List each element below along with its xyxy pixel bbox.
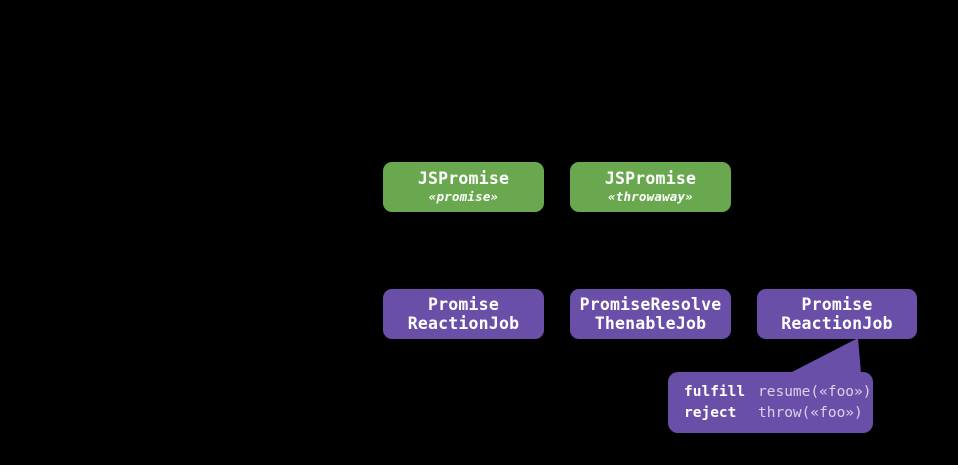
callout-value-fulfill: resume(«foo») xyxy=(758,383,872,400)
reaction-job-callout: fulfill resume(«foo») reject throw(«foo»… xyxy=(668,372,873,433)
callout-value-reject: throw(«foo») xyxy=(758,404,863,421)
node-promise-reaction-job-2[interactable]: Promise ReactionJob xyxy=(757,289,917,339)
node-title: JSPromise xyxy=(604,169,697,189)
node-jspromise-throwaway[interactable]: JSPromise «throwaway» xyxy=(570,162,731,212)
node-jspromise-promise[interactable]: JSPromise «promise» xyxy=(383,162,544,212)
callout-row: reject throw(«foo») xyxy=(684,403,863,424)
node-promise-resolve-thenable-job[interactable]: PromiseResolve ThenableJob xyxy=(570,289,731,339)
node-subtitle: «throwaway» xyxy=(608,188,693,204)
node-subtitle: «promise» xyxy=(428,188,499,204)
node-title: Promise ReactionJob xyxy=(407,294,520,333)
node-title: PromiseResolve ThenableJob xyxy=(579,294,722,333)
callout-key-reject: reject xyxy=(684,404,737,421)
node-title: Promise ReactionJob xyxy=(781,294,893,333)
node-title: JSPromise xyxy=(417,169,510,189)
callout-key-fulfill: fulfill xyxy=(684,383,746,400)
node-promise-reaction-job-1[interactable]: Promise ReactionJob xyxy=(383,289,544,339)
callout-row: fulfill resume(«foo») xyxy=(684,382,872,403)
